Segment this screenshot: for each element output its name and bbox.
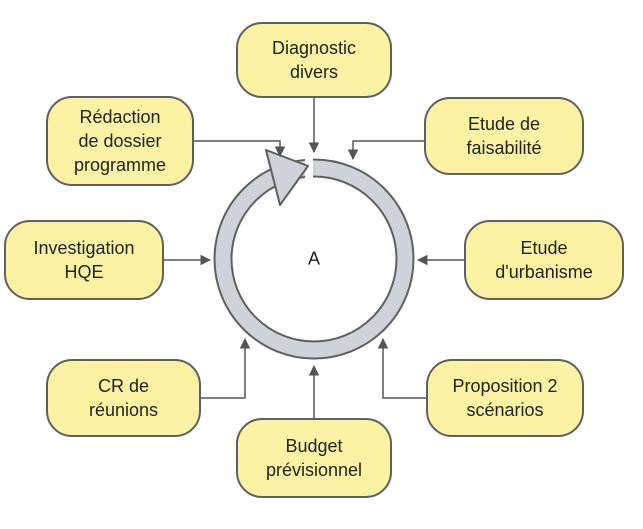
cycle-ring-gap [305, 158, 313, 180]
cycle-arrowhead-icon [265, 149, 309, 206]
cycle-ring-fill [215, 160, 413, 358]
node-etude-faisabilite: Etude de faisabilité [424, 97, 584, 175]
node-budget-previsionnel: Budget prévisionnel [236, 418, 392, 498]
node-redaction-dossier-programme: Rédaction de dossier programme [46, 96, 194, 186]
node-proposition-scenarios: Proposition 2 scénarios [426, 359, 584, 437]
node-diagnostic-divers: Diagnostic divers [236, 22, 392, 98]
node-cr-reunions: CR de réunions [46, 359, 201, 437]
node-investigation-hqe: Investigation HQE [4, 220, 164, 300]
connector-proposition [377, 337, 430, 399]
cycle-center-label: A [307, 248, 321, 269]
connector-cr [199, 337, 251, 399]
connector-redaction [183, 140, 286, 158]
node-etude-urbanisme: Etude d'urbanisme [464, 220, 624, 300]
connector-faisabilite [347, 140, 427, 161]
